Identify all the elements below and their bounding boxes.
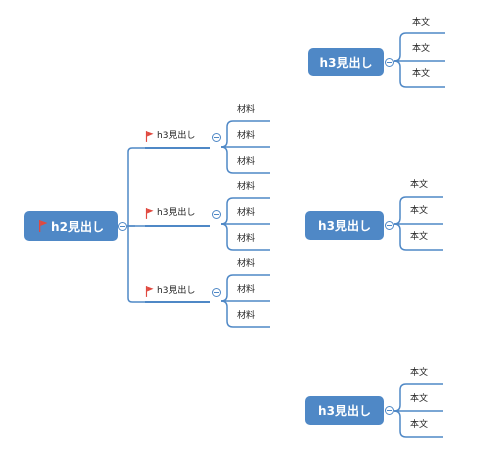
connector-line: [399, 230, 443, 251]
flag-icon: [39, 220, 48, 232]
connector-line: [393, 410, 401, 418]
leaf-item[interactable]: 本文: [412, 69, 431, 79]
h3-node-2[interactable]: h3見出し: [305, 211, 384, 240]
connector-line: [220, 223, 228, 231]
flag-icon: [145, 131, 154, 142]
leaf-item[interactable]: 本文: [412, 18, 431, 28]
leaf-item[interactable]: 本文: [410, 232, 429, 242]
collapse-toggle[interactable]: [385, 406, 394, 415]
collapse-toggle[interactable]: [118, 222, 127, 231]
leaf-item[interactable]: 材料: [237, 311, 256, 321]
node-label: h3見出し: [318, 219, 371, 233]
connector-line: [226, 230, 270, 251]
connector-line: [393, 223, 401, 231]
node-label: h3見出し: [318, 404, 371, 418]
collapse-toggle[interactable]: [212, 133, 221, 142]
leaf-item[interactable]: 材料: [237, 259, 256, 269]
leaf-item[interactable]: 本文: [410, 206, 429, 216]
connector-line: [226, 153, 270, 174]
node-label: h3見出し: [319, 55, 373, 70]
leaf-item[interactable]: 本文: [410, 180, 429, 190]
root-node-label: h2見出し: [51, 219, 104, 234]
connector-line: [127, 147, 200, 226]
leaf-item[interactable]: 材料: [237, 131, 256, 141]
connector-line: [127, 226, 200, 303]
h3-node-1[interactable]: h3見出し: [308, 48, 384, 76]
connector-line: [399, 417, 443, 438]
collapse-toggle[interactable]: [212, 288, 221, 297]
collapse-toggle[interactable]: [385, 58, 394, 67]
leaf-item[interactable]: 材料: [237, 157, 256, 167]
topic-label: h3見出し: [157, 208, 196, 218]
leaf-item[interactable]: 材料: [237, 182, 256, 192]
h3-node-3[interactable]: h3見出し: [305, 396, 384, 425]
leaf-item[interactable]: 材料: [237, 105, 256, 115]
root-node-h2[interactable]: h2見出し: [24, 211, 118, 241]
connector-line: [220, 146, 228, 154]
topic-label: h3見出し: [157, 286, 196, 296]
leaf-item[interactable]: 材料: [237, 208, 256, 218]
topic-node-2[interactable]: h3見出し: [145, 208, 195, 219]
leaf-item[interactable]: 材料: [237, 285, 256, 295]
topic-node-1[interactable]: h3見出し: [145, 131, 195, 142]
leaf-item[interactable]: 本文: [412, 44, 431, 54]
connector-line: [220, 300, 228, 308]
collapse-toggle[interactable]: [385, 221, 394, 230]
connector-line: [393, 60, 401, 68]
flag-icon: [145, 208, 154, 219]
leaf-item[interactable]: 材料: [237, 234, 256, 244]
leaf-item[interactable]: 本文: [410, 420, 429, 430]
connector-line: [399, 67, 445, 88]
topic-label: h3見出し: [157, 131, 196, 141]
topic-node-3[interactable]: h3見出し: [145, 286, 195, 297]
flag-icon: [145, 286, 154, 297]
collapse-toggle[interactable]: [212, 210, 221, 219]
leaf-item[interactable]: 本文: [410, 368, 429, 378]
leaf-item[interactable]: 本文: [410, 394, 429, 404]
connector-line: [226, 307, 270, 328]
